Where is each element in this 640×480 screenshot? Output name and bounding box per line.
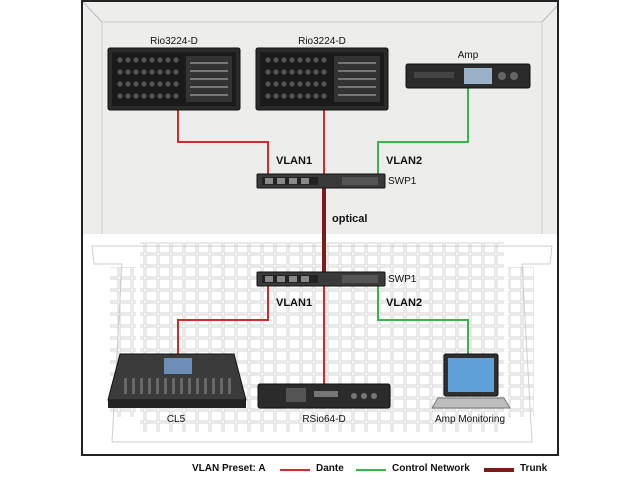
- control-link-amp: [377, 88, 469, 180]
- legend-trunk-swatch: [484, 468, 514, 472]
- rsio-device: [257, 383, 391, 409]
- laptop-label: Amp Monitoring: [435, 414, 505, 425]
- rio-left-device: [107, 47, 241, 111]
- rsio-label: RSio64-D: [302, 414, 345, 425]
- amp-device: [405, 63, 531, 89]
- rio-right-label: Rio3224-D: [298, 36, 346, 47]
- diagram-frame: Rio3224-D Rio3224-D Amp SWP1 SWP1: [81, 0, 559, 456]
- vlan2-lower-label: VLAN2: [386, 297, 422, 309]
- cl5-console-device: [107, 353, 247, 408]
- legend-dante-swatch: [280, 469, 310, 471]
- laptop-device: [431, 353, 511, 409]
- legend-preset: VLAN Preset: A: [192, 463, 266, 474]
- console-label: CL5: [167, 414, 186, 425]
- legend-dante: Dante: [316, 463, 344, 474]
- swp-lower-label: SWP1: [388, 274, 417, 285]
- legend-control-swatch: [356, 469, 386, 471]
- swp-lower-device: [256, 271, 386, 287]
- legend-trunk: Trunk: [520, 463, 548, 474]
- amp-label: Amp: [458, 50, 479, 61]
- vlan1-lower-label: VLAN1: [276, 297, 312, 309]
- dante-link-console: [177, 284, 269, 354]
- dante-links: [177, 110, 325, 384]
- network-diagram: Rio3224-D Rio3224-D Amp SWP1 SWP1: [83, 2, 557, 443]
- rio-right-device: [255, 47, 389, 111]
- stage-area: [83, 2, 557, 234]
- vlan1-upper-label: VLAN1: [276, 155, 312, 167]
- legend-control: Control Network: [392, 463, 470, 474]
- vlan2-upper-label: VLAN2: [386, 155, 422, 167]
- optical-label: optical: [332, 213, 367, 225]
- rio-left-label: Rio3224-D: [150, 36, 198, 47]
- swp-upper-device: [256, 173, 386, 189]
- dante-link-rio-left: [177, 110, 269, 180]
- control-links: [377, 88, 469, 354]
- legend: VLAN Preset: A Dante Control Network Tru…: [0, 460, 640, 478]
- control-link-laptop: [377, 284, 469, 354]
- swp-upper-label: SWP1: [388, 176, 417, 187]
